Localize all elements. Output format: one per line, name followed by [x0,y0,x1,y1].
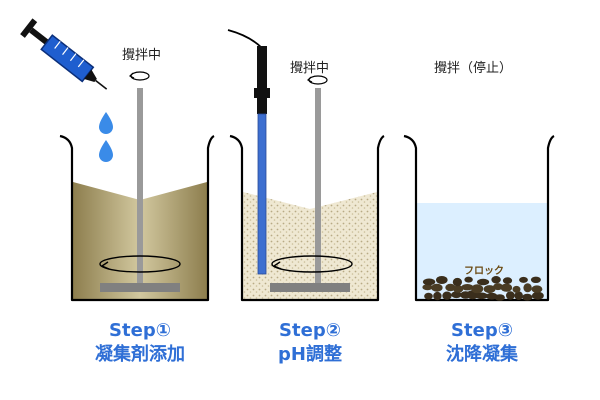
floc-sediment [422,276,544,301]
floc-particle [483,285,496,294]
stir-label-step3: 攪拌（停止） [434,61,513,76]
floc-particle [532,291,544,300]
floc-particle [493,283,503,291]
floc-particle [422,284,433,291]
floc-particle [442,291,452,300]
floc-particle [453,285,464,293]
floc-particle [522,293,533,301]
water-drop-icon [99,140,113,162]
floc-particle [491,276,501,284]
floc-label: フロック [464,266,504,277]
water-drop-icon [99,112,113,134]
caption-step3: Step③ 沈降凝集 [412,320,552,365]
floc-particle [452,277,462,287]
floc-particle [519,276,528,283]
beaker-step3 [403,134,555,302]
caption-step2: Step② pH調整 [240,320,380,365]
rotation-arrow-icon [99,255,181,273]
beaker-step2 [227,29,385,302]
floc-particle [475,292,488,300]
floc-particle [514,291,523,300]
floc-particle [494,294,505,301]
syringe-icon [20,18,108,90]
floc-particle [431,283,443,292]
floc-particle [500,283,513,292]
step-name: pH調整 [278,343,342,365]
stir-label-step1: 攪拌中 [122,48,162,63]
stir-label-step2: 攪拌中 [290,61,330,76]
rotation-arrow-icon [271,255,353,273]
floc-particle [477,278,490,286]
floc-particle [530,276,541,283]
stirrer-icon [128,71,150,81]
stirrer-impeller [270,283,350,292]
floc-particle [422,278,436,286]
floc-particle [461,284,474,291]
floc-particle [512,285,521,293]
caption-step1: Step① 凝集剤添加 [70,320,210,365]
floc-particle [424,292,433,300]
floc-particle [464,276,473,283]
step-number: Step① [109,320,171,341]
beaker-step1 [20,18,215,302]
step-number: Step③ [451,320,513,341]
floc-particle [451,291,462,299]
stirrer-rod [315,88,321,286]
floc-particle [523,283,532,293]
liquid-step2 [243,192,377,300]
stirrer-impeller [100,283,180,292]
floc-particle [433,291,442,301]
floc-particle [471,284,484,294]
step-number: Step② [279,320,341,341]
floc-particle [531,285,543,293]
floc-particle [486,292,498,300]
floc-particle [445,283,456,292]
stirrer-icon [306,75,328,85]
ph-probe-icon [227,29,270,275]
floc-particle [506,291,515,300]
stirrer-rod [137,88,143,286]
step-name: 凝集剤添加 [95,343,185,365]
step-name: 沈降凝集 [446,343,518,365]
floc-particle [436,276,448,284]
floc-particle [502,277,513,284]
